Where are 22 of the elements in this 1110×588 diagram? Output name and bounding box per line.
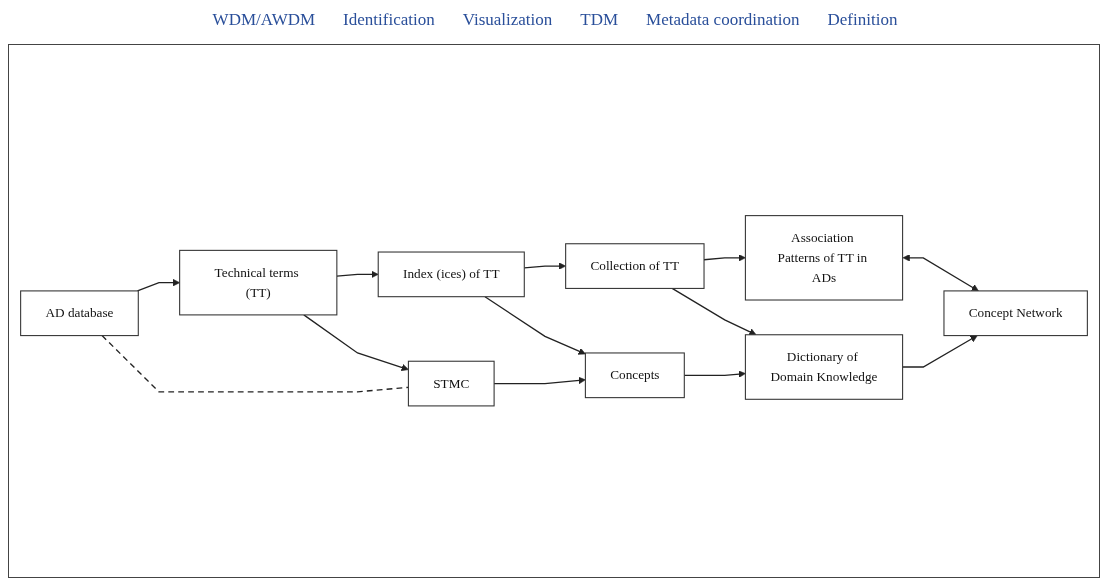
node-box [407, 360, 495, 407]
node-box [20, 290, 139, 337]
annotation-text: Visualization [462, 10, 553, 30]
node-box [744, 215, 904, 301]
arrow [336, 270, 379, 279]
node-box [179, 250, 338, 316]
annotation-text: WDM/AWDM [212, 10, 316, 30]
arrow [136, 279, 180, 292]
annotation-text: Identification [343, 10, 435, 30]
annotation-text: TDM [580, 10, 619, 30]
annotation-text: Definition [827, 10, 898, 30]
node-box [377, 251, 525, 298]
annotation-text: Metadata coordination [646, 10, 800, 30]
arrow [902, 254, 979, 292]
node-box [565, 243, 705, 290]
node-box [584, 352, 685, 399]
arrow [484, 296, 586, 355]
arrow [303, 314, 409, 372]
node-box [744, 334, 904, 401]
arrow [671, 288, 757, 336]
node-box [943, 290, 1088, 337]
diagram-frame: AD database Technical terms (TT) Index (ices) of TT Collection of TT Association Patterns of TT in ADs STMC Concepts Dictionary of Domain Knowledge Concept Network [8, 44, 1100, 578]
